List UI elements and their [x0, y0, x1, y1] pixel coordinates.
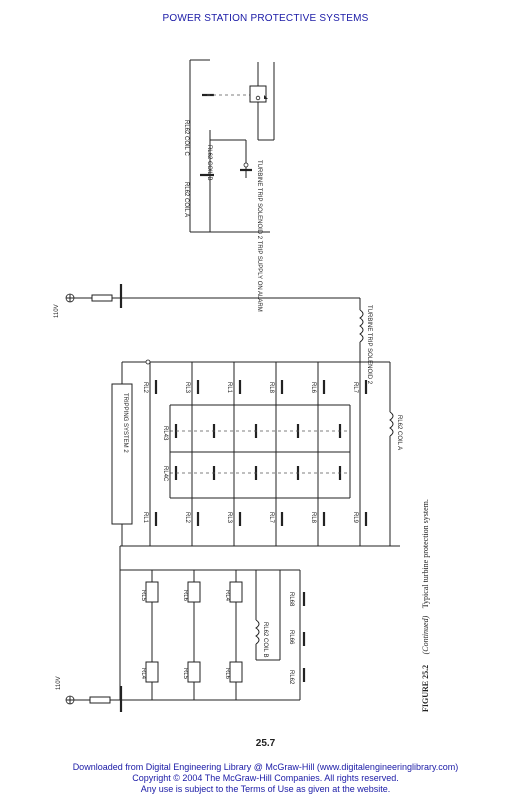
figure-continued: (Continued): [421, 615, 430, 654]
relay-column-6: [359, 362, 368, 546]
relay-column-2: [191, 362, 216, 546]
relay-label: RL1: [142, 512, 148, 524]
relay-label: RL43: [162, 426, 168, 441]
alarm-subcircuit: RL62 COIL C RL62 COIL B RL62 COIL A TURB…: [183, 59, 275, 312]
tripping-system-block: TRIPPING SYSTEM 2: [111, 359, 151, 546]
relay-label: RL7: [352, 382, 358, 394]
relay-label: RL62: [288, 670, 294, 685]
coil-b-label: RL62 COIL B: [262, 622, 268, 657]
relay-label: RL5: [140, 590, 146, 602]
relay-label: RL3: [184, 382, 190, 394]
footer-line-2: Copyright © 2004 The McGraw-Hill Compani…: [132, 773, 399, 783]
voltage-right-label: 110V: [54, 304, 60, 318]
tripping-system-label: TRIPPING SYSTEM 2: [122, 393, 128, 453]
relay-column-1: [149, 362, 178, 546]
download-footer: Downloaded from Digital Engineering Libr…: [0, 762, 531, 795]
relay-label: RL8: [268, 382, 274, 394]
trip-solenoid-label: TURBINE TRIP SOLENOID 2: [366, 305, 372, 385]
relay-label: RL2: [142, 382, 148, 394]
left-relay-bank: 110V RL62 COIL B RL5 RL6 RL4 RL4 RL5 RL6…: [56, 546, 306, 712]
relay-label: RL7: [268, 512, 274, 524]
relay-label: RL6: [182, 590, 188, 602]
relay-matrix: RL2 RL3 RL1 RL8 RL6 RL7 RL43 RL4C RL1 RL…: [142, 362, 368, 546]
relay-label: RL66: [288, 630, 294, 645]
relay-label: RL8: [310, 512, 316, 524]
figure-caption: FIGURE 25.2 (Continued) Typical turbine …: [415, 499, 432, 712]
footer-line-1: Downloaded from Digital Engineering Libr…: [72, 762, 459, 772]
relay-label: RL5: [182, 668, 188, 680]
coil-c-label: RL62 COIL C: [183, 120, 189, 156]
voltage-left-label: 110V: [56, 676, 62, 690]
relay-label: RL4: [224, 590, 230, 602]
coil-a-label-top: RL62 COIL A: [183, 182, 189, 217]
page-number: 25.7: [255, 738, 276, 749]
relay-label: RL1: [226, 382, 232, 394]
relay-label: RL4: [140, 668, 146, 680]
running-header: POWER STATION PROTECTIVE SYSTEMS: [162, 13, 369, 24]
footer-line-3: Any use is subject to the Terms of Use a…: [140, 784, 391, 794]
relay-label: RL68: [288, 592, 294, 607]
coil-a-label: RL62 COIL A: [396, 415, 402, 450]
relay-label: RL2: [184, 512, 190, 524]
svg-text:FIGURE 25.2 (Continued): FIGURE 25.2 (Continued) Typical turbine …: [415, 499, 432, 712]
figure-caption-text: Typical turbine protection system.: [421, 499, 430, 608]
relay-column-5: [317, 362, 342, 546]
relay-column-4: [275, 362, 300, 546]
relay-label: RL6: [224, 668, 230, 680]
relay-label: RL3: [226, 512, 232, 524]
relay-column-3: [233, 362, 258, 546]
relay-label: RL9: [352, 512, 358, 524]
alarm-label: TURBINE TRIP SOLENOID 2 TRIP SUPPLY ON A…: [256, 160, 262, 312]
supply-rails: 110V TURBINE TRIP SOLENOID 2 RL62 COIL A: [54, 284, 402, 547]
figure-number: FIGURE 25.2: [421, 665, 430, 712]
relay-label: RL6: [310, 382, 316, 394]
coil-b-label-top: RL62 COIL B: [206, 145, 212, 180]
relay-label: RL4C: [162, 466, 168, 482]
